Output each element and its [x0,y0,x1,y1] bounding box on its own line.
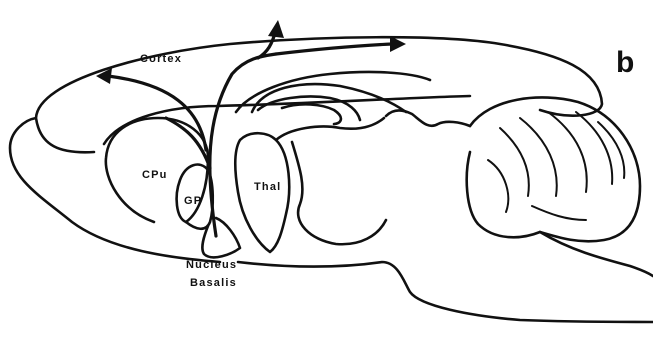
label-cortex: Cortex [140,53,182,65]
ventral-surface [238,262,653,322]
brainstem-contour [386,110,653,276]
label-cpu: CPu [142,169,168,181]
arrowhead-up [268,20,284,38]
label-basalis: Basalis [190,277,237,289]
label-thal: Thal [254,181,281,193]
cerebellum-outline [467,97,640,241]
cerebellar-folia [488,112,624,220]
label-gp: GP [184,195,202,207]
projection-branch-right [276,44,392,54]
label-nucleus: Nucleus [186,259,237,271]
midbrain-region [276,118,386,244]
panel-letter: b [616,46,634,79]
